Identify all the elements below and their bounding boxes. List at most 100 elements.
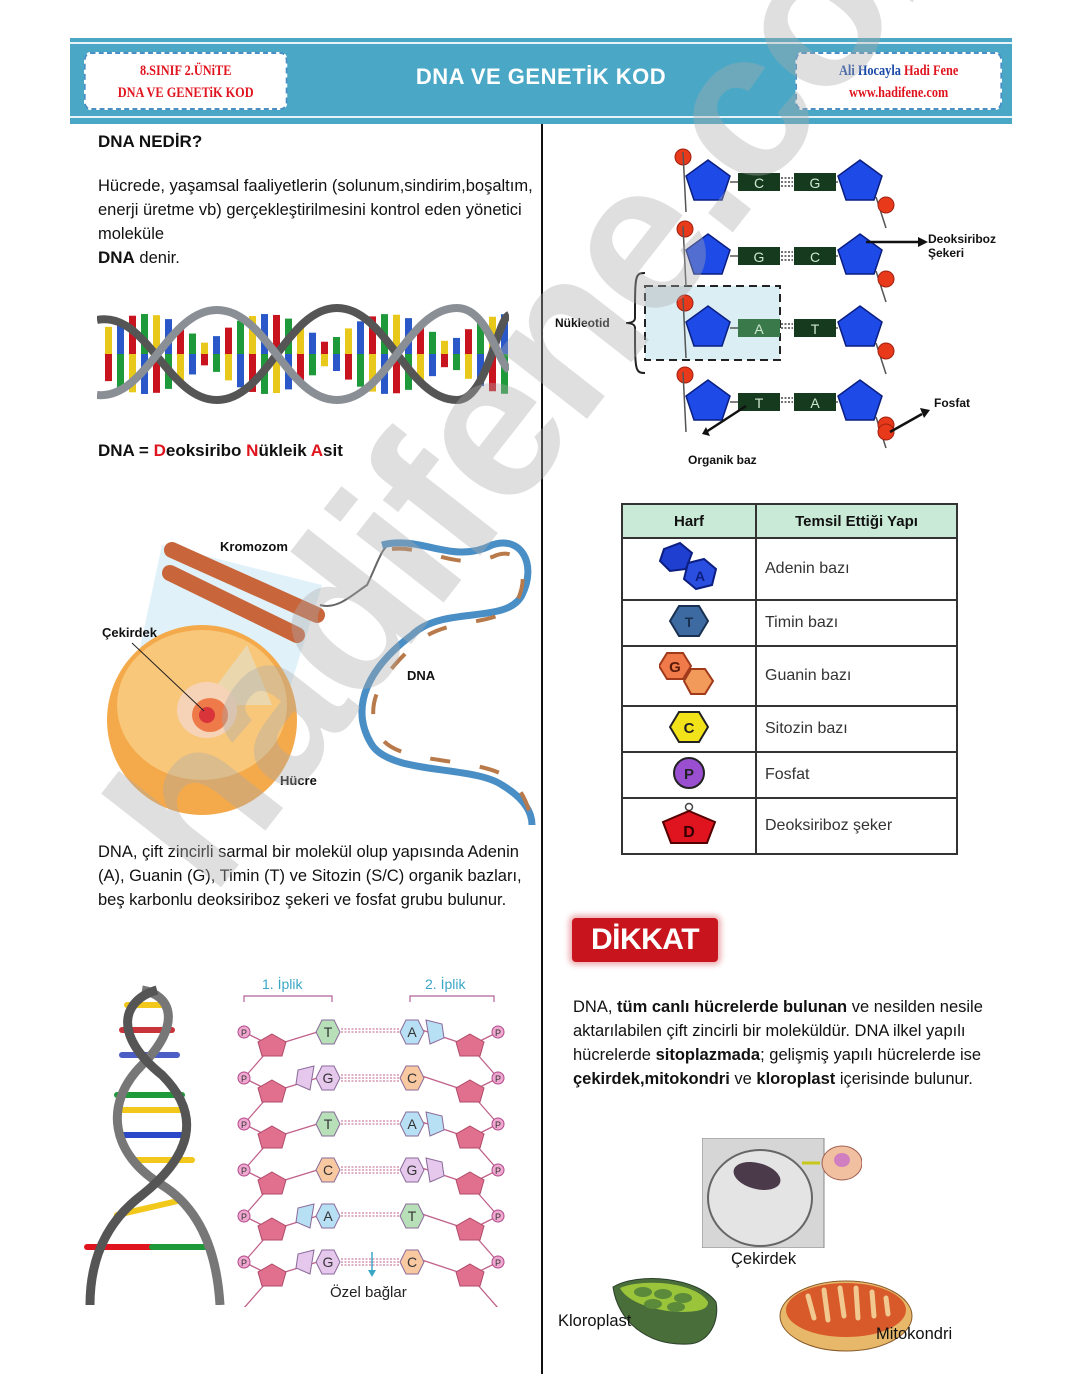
mitochondria-illustration [779,1280,913,1352]
adenine-icon: A [621,537,757,601]
text-segment: DNA, [573,998,618,1016]
page-title: DNA VE GENETİK KOD [415,64,667,89]
bold-segment: kloroplast [756,1070,836,1088]
svg-text:G: G [323,1070,334,1086]
svg-text:G: G [407,1162,418,1178]
organic-base-label: Organik baz [688,453,757,467]
chromosome-icon [162,542,325,643]
svg-text:P: P [241,1212,247,1222]
svg-text:C: C [754,175,764,191]
nucleus-label: Çekirdek [731,1250,797,1268]
intro-tail: denir. [134,249,180,267]
dna-helix-illustration [97,303,509,405]
table-row: D Deoksiriboz şeker [621,797,958,855]
cell-illustration [107,539,536,826]
cell-chromosome-dna-figure: Kromozom Çekirdek DNA Hücre [92,525,537,826]
svg-text:T: T [755,395,764,411]
table-row: A Adenin bazı [621,537,958,601]
text-segment: ; gelişmiş yapılı hücrelerde ise [760,1046,982,1064]
svg-text:T: T [685,614,694,630]
special-bonds-label: Özel bağlar [330,1284,407,1301]
svg-text:P: P [495,1166,501,1176]
dna-label: DNA [407,668,436,683]
structure-paragraph: DNA, çift zincirli sarmal bir molekül ol… [98,843,522,909]
col-header-structure: Temsil Ettiği Yapı [755,503,958,539]
table-row: P Fosfat [621,751,958,799]
bold-segment: tüm canlı hücrelerde bulunan [617,998,848,1016]
svg-text:C: C [810,249,820,265]
text-segment: içerisinde bulunur. [835,1070,973,1088]
phosphate-icon: P [621,751,757,799]
dna-vertical-helix-illustration [84,985,225,1305]
chloroplast-label: Kloroplast [558,1312,632,1330]
legend-label: Fosfat [755,751,958,799]
cytosine-icon: C [621,705,757,753]
table-row: G Guanin bazı [621,645,958,707]
sugar-label-line2: Şekeri [928,246,965,260]
svg-text:A: A [695,568,705,584]
cell-label: Hücre [280,773,317,788]
svg-text:C: C [323,1162,333,1178]
strand1-label: 1. İplik [262,976,303,992]
strand2-label: 2. İplik [425,976,466,992]
svg-text:C: C [684,720,695,737]
nucleus-micrograph [702,1138,862,1248]
website-link[interactable]: www.hadifene.com [849,85,949,101]
thymine-icon: T [621,599,757,647]
svg-text:P: P [495,1028,501,1038]
svg-text:G: G [669,659,681,676]
svg-text:A: A [407,1024,417,1040]
unit-line2: DNA VE GENETiK KOD [117,85,254,101]
attention-badge: DİKKAT [572,918,718,962]
legend-label: Sitozin bazı [755,705,958,753]
nucleotide-label: Nükleotid [555,316,610,330]
svg-text:P: P [684,766,694,783]
svg-text:P: P [495,1120,501,1130]
svg-text:C: C [407,1070,417,1086]
dna-acronym: DNA = Deoksiribo Nükleik Asit [98,441,343,461]
legend-label: Deoksiriboz şeker [755,797,958,855]
table-row: T Timin bazı [621,599,958,647]
legend-table: Harf Temsil Ettiği Yapı A Adenin bazı T … [621,503,958,855]
unit-line1: 8.SINIF 2.ÜNiTE [139,63,232,79]
svg-text:D: D [683,824,695,841]
legend-label: Guanin bazı [755,645,958,707]
svg-text:G: G [754,249,765,265]
acronym-initial-a: A [310,441,324,460]
text-segment: ve [729,1070,757,1088]
sugar-label-line1: Deoksiriboz [928,232,997,246]
guanine-icon: G [621,645,757,707]
svg-text:A: A [323,1208,333,1224]
column-divider [541,124,543,1374]
acronym-rest-a: sit [323,441,343,460]
legend-label: Adenin bazı [755,537,958,601]
chromosome-label: Kromozom [220,539,288,554]
svg-text:P: P [241,1074,247,1084]
text-segment: ve nesilden nesile aktarılabilen çift zi… [573,998,983,1064]
svg-text:G: G [810,175,821,191]
brand-name: Hadi Fene [903,63,959,79]
acronym-initial-n: N [246,441,259,460]
chloroplast-illustration [612,1278,718,1345]
deoxyribose-icon: D [621,797,757,855]
svg-text:T: T [811,321,820,337]
intro-text: Hücrede, yaşamsal faaliyetlerin (solunum… [98,177,533,243]
svg-text:A: A [407,1116,417,1132]
attention-paragraph: DNA, tüm canlı hücrelerde bulunan ve nes… [573,995,993,1091]
legend-label: Timin bazı [755,599,958,647]
svg-text:A: A [754,321,764,337]
intro-bold-term: DNA [98,248,135,267]
unit-badge: 8.SINIF 2.ÜNiTE DNA VE GENETiK KOD [84,52,288,110]
acronym-rest-n: ükleik [258,441,311,460]
svg-text:P: P [495,1074,501,1084]
svg-text:G: G [323,1254,334,1270]
svg-text:P: P [495,1212,501,1222]
bold-segment: çekirdek,mitokondri [573,1070,730,1088]
svg-text:P: P [241,1028,247,1038]
table-row: C Sitozin bazı [621,705,958,753]
col-header-letter: Harf [621,503,757,539]
header-banner: 8.SINIF 2.ÜNiTE DNA VE GENETiK KOD DNA V… [70,38,1012,124]
acronym-rest-d: eoksiribo [165,441,247,460]
